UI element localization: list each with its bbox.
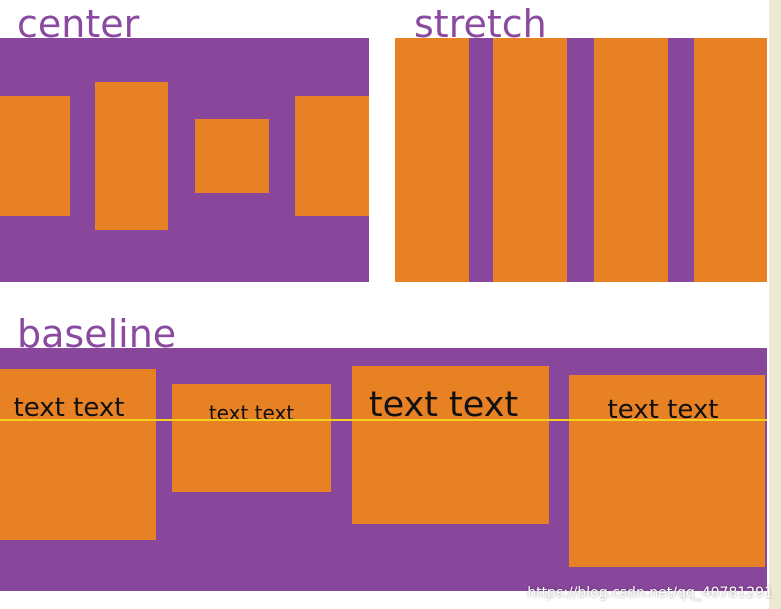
baseline-label: baseline [17,312,177,356]
center-panel [0,38,369,282]
baseline-box-4: text text [569,375,765,567]
center-label: center [17,2,140,46]
center-box-1 [0,96,70,216]
watermark: https://blog.csdn.net/qq_40781291 [527,585,773,601]
stretch-box-2 [493,38,567,282]
baseline-box-1: text text [0,369,156,540]
center-box-4 [295,96,369,216]
stretch-box-3 [594,38,668,282]
stretch-label: stretch [414,2,547,46]
stretch-box-4 [694,38,767,282]
baseline-box-3-text: text text [368,385,519,425]
baseline-panel: text text text text text text text text [0,348,767,591]
baseline-box-1-text: text text [13,393,125,423]
baseline-guide-line [0,419,767,421]
stretch-panel [395,38,767,282]
baseline-box-2: text text [172,384,331,492]
baseline-box-2-text: text text [208,401,295,425]
center-box-2 [95,82,168,230]
center-box-3 [195,119,269,193]
baseline-box-3: text text [352,366,549,524]
scrollbar-track [769,0,781,609]
stretch-box-1 [395,38,469,282]
baseline-box-4-text: text text [607,395,719,425]
